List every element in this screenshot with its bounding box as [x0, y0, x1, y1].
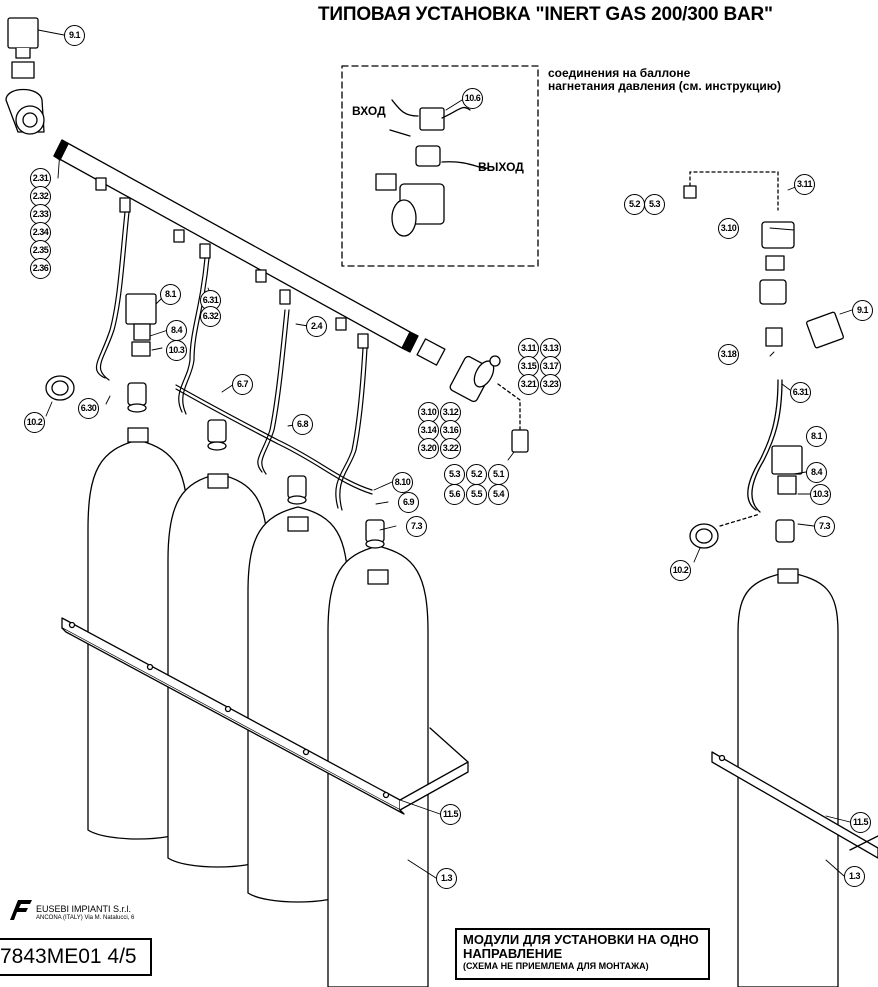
solenoid-valve-top [5, 17, 45, 135]
callout: 8.4 [806, 462, 827, 483]
cylinder-2 [167, 473, 269, 868]
fitting-detail-lines [489, 355, 529, 453]
solenoid-valve-left [125, 293, 157, 357]
cylinder-1 [87, 427, 189, 840]
callout: 3.20 [418, 438, 439, 459]
callout: 3.13 [540, 338, 561, 359]
cylinder-valves [127, 382, 385, 549]
callout: 3.23 [540, 374, 561, 395]
drawing-title: ТИПОВАЯ УСТАНОВКА "INERT GAS 200/300 BAR… [318, 4, 773, 25]
callout: 6.7 [232, 374, 253, 395]
callout: 3.22 [440, 438, 461, 459]
document-number: 7843ME01 4/5 [0, 938, 152, 976]
company-name: EUSEBI IMPIANTI S.r.l. [36, 904, 132, 914]
callout: 2.36 [30, 258, 51, 279]
inset-note: соединения на баллоне нагнетания давлени… [548, 66, 782, 93]
callout: 8.1 [160, 284, 181, 305]
callout: 5.5 [466, 484, 487, 505]
callout: 10.3 [810, 484, 831, 505]
callout: 5.4 [488, 484, 509, 505]
callout: 3.12 [440, 402, 461, 423]
callout: 3.11 [518, 338, 539, 359]
company-logo [10, 900, 34, 926]
module-caption-line3: (СХЕМА НЕ ПРИЕМЛЕМА ДЛЯ МОНТАЖА) [463, 961, 649, 971]
cylinder-4 [327, 545, 429, 987]
callout: 3.11 [794, 174, 815, 195]
manifold-pipe [53, 139, 495, 403]
callout: 8.10 [392, 472, 413, 493]
callout: 3.17 [540, 356, 561, 377]
module-caption-box: МОДУЛИ ДЛЯ УСТАНОВКИ НА ОДНО НАПРАВЛЕНИЕ… [455, 928, 710, 980]
callout: 5.2 [466, 464, 487, 485]
callout: 10.6 [462, 88, 483, 109]
callout: 10.2 [24, 412, 45, 433]
company-address: ANCONA (ITALY) Via M. Natalucci, 6 [36, 915, 135, 921]
callout: 5.3 [444, 464, 465, 485]
inset-detail [341, 65, 539, 267]
callout: 8.1 [806, 426, 827, 447]
callout: 10.3 [166, 340, 187, 361]
callout: 6.30 [78, 398, 99, 419]
callout: 9.1 [852, 300, 873, 321]
callout: 5.6 [444, 484, 465, 505]
flexible-hoses [95, 211, 373, 511]
cylinder-3 [247, 506, 349, 903]
callout: 5.2 [624, 194, 645, 215]
inset-label-in: ВХОД [352, 104, 386, 118]
callout: 6.9 [398, 492, 419, 513]
cylinder-rack [61, 617, 878, 859]
inset-label-out: ВЫХОД [478, 160, 524, 174]
callout: 3.10 [718, 218, 739, 239]
callout: 9.1 [64, 25, 85, 46]
pressure-gauge-left [45, 375, 75, 401]
callout: 6.32 [200, 306, 221, 327]
callout: 5.1 [488, 464, 509, 485]
callout: 6.31 [790, 382, 811, 403]
callout: 11.5 [850, 812, 871, 833]
callout: 1.3 [436, 868, 457, 889]
callout: 6.8 [292, 414, 313, 435]
module-caption-line2: НАПРАВЛЕНИЕ [463, 946, 563, 961]
manifold-plugs [95, 177, 369, 349]
callout: 8.4 [166, 320, 187, 341]
callout: 3.18 [718, 344, 739, 365]
callout: 1.3 [844, 866, 865, 887]
callout: 2.4 [306, 316, 327, 337]
right-assembly [683, 171, 844, 549]
callout: 5.3 [644, 194, 665, 215]
module-caption-line1: МОДУЛИ ДЛЯ УСТАНОВКИ НА ОДНО [463, 932, 699, 947]
callout: 7.3 [406, 516, 427, 537]
callout: 10.2 [670, 560, 691, 581]
callout: 7.3 [814, 516, 835, 537]
callout: 11.5 [440, 804, 461, 825]
cylinder-right [737, 568, 839, 987]
callout: 3.21 [518, 374, 539, 395]
